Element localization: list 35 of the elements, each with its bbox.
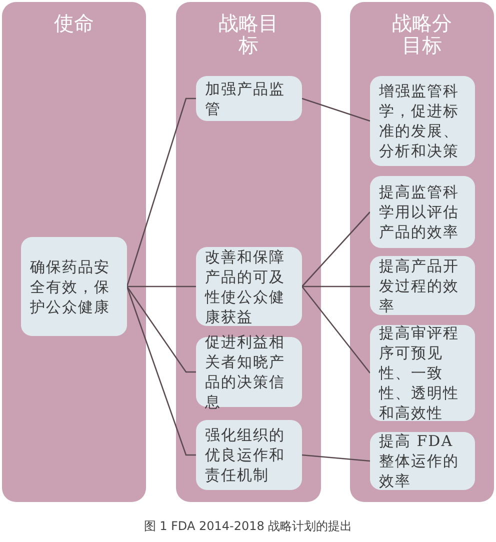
text-box xyxy=(196,420,302,490)
box-text: 提高 FDA 整体运作的效率 xyxy=(378,431,460,491)
connector-line xyxy=(126,286,196,373)
box-text: 提高审评程序可预见性、一致性、透明性和高效性 xyxy=(378,323,460,423)
column-panel xyxy=(350,2,494,502)
connector-line xyxy=(301,286,371,374)
figure-caption: 图 1 FDA 2014-2018 战略计划的提出 xyxy=(142,518,354,535)
column-panel xyxy=(2,2,146,502)
box-text: 提高产品开发过程的效率 xyxy=(378,256,460,316)
connector-line xyxy=(126,98,196,287)
connector-line xyxy=(302,211,371,287)
connector-line xyxy=(127,286,196,288)
text-box xyxy=(196,76,302,121)
text-box xyxy=(21,237,127,336)
connector-line xyxy=(302,454,371,462)
column-heading: 使命 xyxy=(53,12,95,34)
connector-line xyxy=(302,98,371,122)
column-heading: 战略目标 xyxy=(218,12,280,56)
box-text: 促进利益相关者知晓产品的决策信息 xyxy=(204,332,286,412)
box-text: 加强产品监管 xyxy=(204,78,286,118)
connector-line xyxy=(126,286,196,456)
box-text: 强化组织的优良运作和责任机制 xyxy=(204,425,286,485)
box-text: 确保药品安全有效，保护公众健康 xyxy=(29,256,111,316)
column-panel xyxy=(176,2,321,502)
connector-line xyxy=(302,286,370,288)
text-box xyxy=(370,432,475,490)
box-text: 提高监管科学用以评估产品的效率 xyxy=(378,182,460,242)
text-box xyxy=(370,256,475,315)
column-heading: 战略分目标 xyxy=(391,12,453,56)
box-text: 改善和保障产品的可及性使公众健康获益 xyxy=(204,246,286,326)
text-box xyxy=(370,76,475,166)
text-box xyxy=(196,247,302,326)
text-box xyxy=(370,325,475,421)
text-box xyxy=(370,176,475,248)
box-text: 增强监管科学，促进标准的发展、分析和决策 xyxy=(378,81,460,161)
